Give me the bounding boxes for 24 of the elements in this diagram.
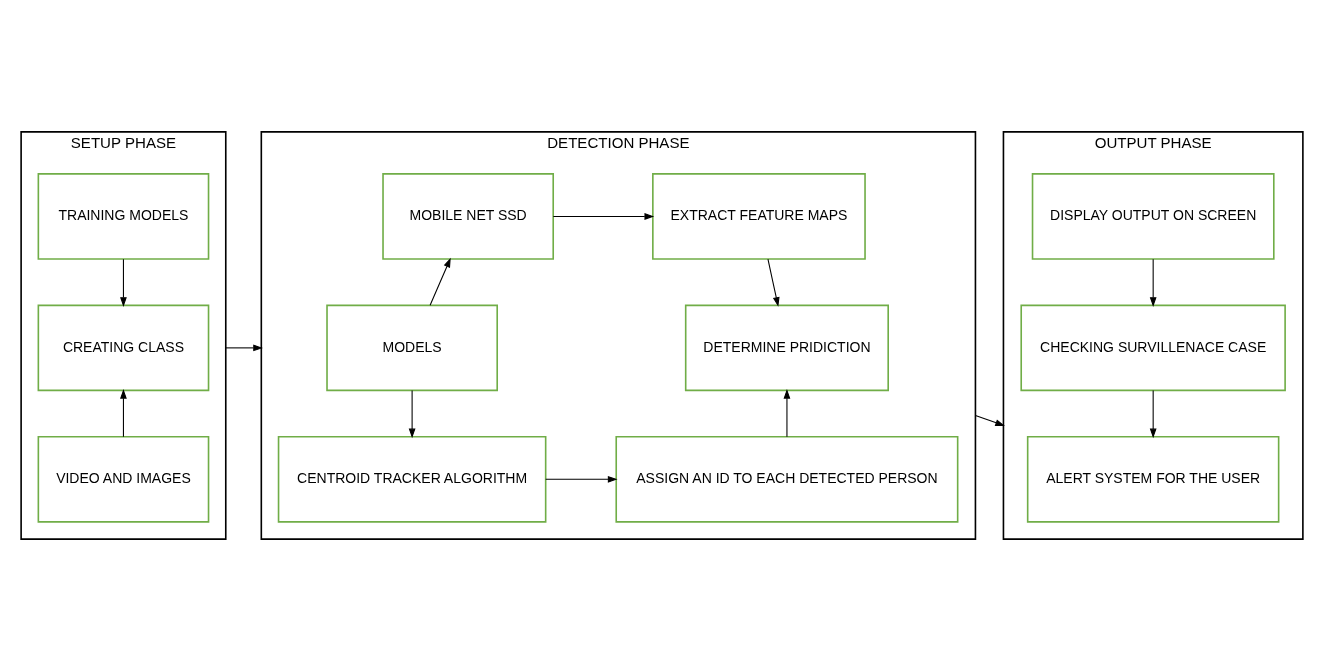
- arrow: [974, 414, 1005, 426]
- arrow: [1149, 389, 1157, 438]
- node-box: TRAINING MODELS: [37, 172, 210, 260]
- node-box: ALERT SYSTEM FOR THE USER: [1026, 435, 1280, 523]
- node-box: DISPLAY OUTPUT ON SCREEN: [1031, 172, 1275, 260]
- arrow: [120, 388, 127, 437]
- node-box: DETERMINE PRIDICTION: [684, 304, 889, 391]
- node-box: VIDEO AND IMAGES: [37, 435, 210, 523]
- arrow: [1149, 258, 1157, 307]
- node-box: CHECKING SURVILLENACE CASE: [1020, 304, 1286, 391]
- node-box: EXTRACT FEATURE MAPS: [652, 172, 866, 260]
- arrow: [408, 389, 416, 438]
- arrow: [225, 344, 263, 351]
- arrow: [545, 475, 618, 483]
- node-box: CREATING CLASS: [37, 304, 210, 391]
- node-box: MOBILE NET SSD: [382, 172, 554, 260]
- arrow: [767, 258, 780, 307]
- arrow: [783, 388, 791, 437]
- arrow: [429, 257, 451, 306]
- node-box: ASSIGN AN ID TO EACH DETECTED PERSON: [615, 435, 959, 523]
- arrow: [120, 258, 127, 307]
- arrow: [552, 212, 655, 220]
- node-box: CENTROID TRACKER ALGORITHM: [277, 435, 547, 523]
- node-box: MODELS: [326, 304, 498, 391]
